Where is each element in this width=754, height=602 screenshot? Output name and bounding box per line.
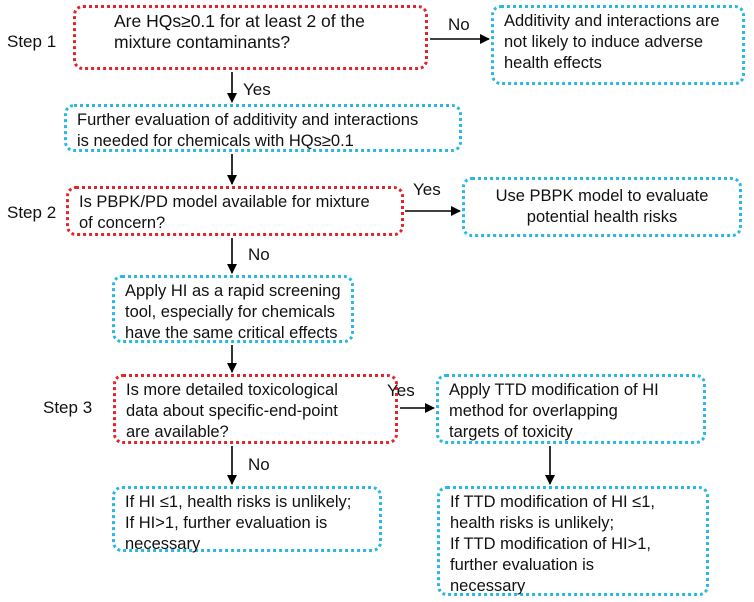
step-2-label: Step 2 bbox=[7, 203, 57, 222]
process-apply-ttd-modification: Apply TTD modification of HI method for … bbox=[436, 374, 706, 444]
branch-label-no-1: No bbox=[448, 15, 470, 34]
process-further-evaluation: Further evaluation of additivity and int… bbox=[64, 104, 462, 152]
outcome-hi-evaluation: If HI ≤1, health risks is unlikely; If H… bbox=[112, 486, 382, 553]
branch-label-yes-1: Yes bbox=[243, 80, 271, 99]
step-1-label: Step 1 bbox=[7, 32, 57, 51]
branch-label-yes-3: Yes bbox=[387, 381, 415, 400]
outcome-ttd-hi-evaluation: If TTD modification of HI ≤1, health ris… bbox=[437, 486, 709, 596]
decision-detailed-tox-data: Is more detailed toxicological data abou… bbox=[113, 374, 398, 444]
branch-label-no-3: No bbox=[248, 455, 270, 474]
outcome-use-pbpk-model: Use PBPK model to evaluate potential hea… bbox=[462, 177, 742, 237]
step-3-label: Step 3 bbox=[43, 398, 93, 417]
outcome-no-adverse-effects: Additivity and interactions are not like… bbox=[491, 5, 745, 85]
decision-hq-threshold: Are HQs≥0.1 for at least 2 of the mixtur… bbox=[73, 5, 428, 70]
process-apply-hi-screening: Apply HI as a rapid screening tool, espe… bbox=[112, 275, 354, 343]
decision-pbpk-available: Is PBPK/PD model available for mixture o… bbox=[66, 186, 404, 236]
branch-label-no-2: No bbox=[248, 245, 270, 264]
branch-label-yes-2: Yes bbox=[413, 180, 441, 199]
